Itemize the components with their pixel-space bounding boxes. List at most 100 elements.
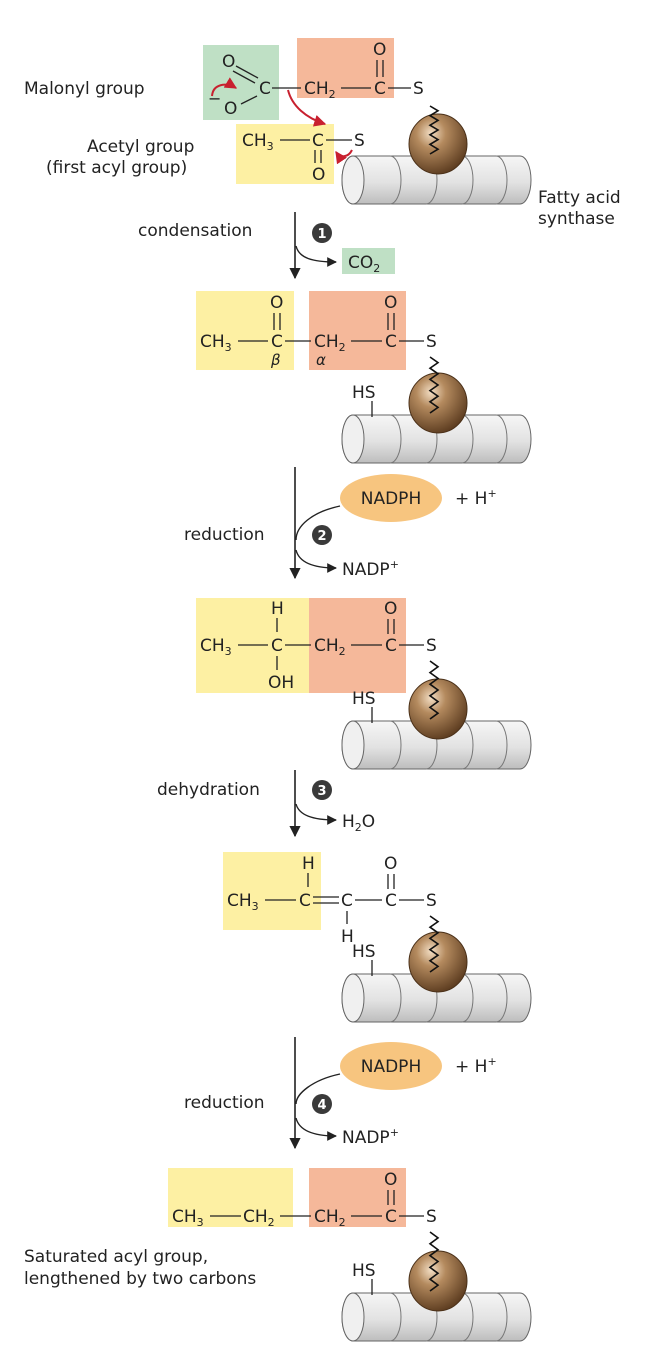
enzyme-segment-line (495, 1292, 508, 1342)
step-1: condensation 1 CO2 (138, 212, 395, 280)
atom-c: C (312, 131, 324, 151)
atom-c: C (385, 636, 397, 656)
enzyme-segment-line (389, 720, 402, 770)
atom-c: C (385, 332, 397, 352)
orange-box (309, 291, 406, 370)
atom-ch2: CH2 (243, 1207, 275, 1229)
atom-hs: HS (352, 1261, 376, 1281)
atom-o: O (384, 599, 397, 619)
step-number: 3 (317, 784, 326, 799)
double-bond (235, 65, 259, 79)
bond (240, 95, 258, 105)
atom-o: O (384, 293, 397, 313)
enzyme-segment-line (461, 973, 474, 1023)
enzyme-cylinder-end (341, 720, 365, 770)
atom-ch2: CH2 (314, 1207, 346, 1229)
double-bond (232, 70, 256, 84)
proton-label: + H+ (455, 487, 497, 509)
step-product: NADP+ (342, 558, 399, 580)
structure-2: CH3 H C OH CH2 O C S (196, 598, 437, 693)
red-curved-arrow (335, 149, 353, 165)
atom-h: H (341, 927, 354, 947)
atom-c: C (271, 332, 283, 352)
branch-arrow (295, 1117, 337, 1141)
orange-box (309, 1168, 406, 1227)
branch-arrow (295, 803, 337, 825)
atom-c: C (374, 79, 386, 99)
acetyl-label: Acetyl group (87, 137, 194, 157)
enzyme-segment-line (461, 414, 474, 464)
acyl-carrier-ball (408, 678, 468, 740)
atom-hs: HS (352, 383, 376, 403)
atom-o: O (270, 293, 283, 313)
atom-o-minus: O (224, 99, 237, 119)
step-2: NADPH + H+ reduction 2 NADP+ (184, 467, 497, 580)
step-number-badge (312, 780, 332, 800)
minus-sign: − (208, 89, 221, 108)
enzyme-segment-line (495, 720, 508, 770)
atom-ch3: CH3 (200, 636, 232, 658)
step-number-badge (312, 1094, 332, 1114)
enzyme-segment-line (495, 155, 508, 205)
enzyme-segment-line (461, 1292, 474, 1342)
atom-ch3: CH3 (227, 891, 259, 913)
yellow-box (168, 1168, 293, 1227)
yellow-box (223, 852, 321, 930)
atom-s: S (426, 332, 437, 352)
atom-h: H (271, 599, 284, 619)
atom-s: S (426, 1207, 437, 1227)
enzyme-cylinder-end (341, 414, 365, 464)
atom-s: S (413, 79, 424, 99)
acyl-carrier-ball (408, 931, 468, 993)
acetyl-yellow-box (236, 124, 334, 184)
enzyme-cylinder-end (341, 973, 365, 1023)
saturated-label: lengthened by two carbons (24, 1269, 256, 1289)
structure-1: CH3 O C β CH2 α O C S (196, 291, 437, 370)
red-curved-arrow (211, 77, 238, 97)
atom-o: O (373, 40, 386, 60)
atom-s: S (354, 131, 365, 151)
enzyme-segment-line (389, 155, 402, 205)
enzyme-segment-line (389, 414, 402, 464)
atom-h: H (302, 854, 315, 874)
step-product: CO2 (348, 253, 380, 275)
reagent-arrow (295, 505, 341, 541)
branch-arrow (295, 245, 337, 267)
atom-c: C (271, 636, 283, 656)
step-product: NADP+ (342, 1126, 399, 1148)
atom-hs: HS (352, 942, 376, 962)
atom-c: C (341, 891, 353, 911)
phosphopantetheine-arm (428, 1231, 440, 1292)
atom-oh: OH (268, 673, 294, 693)
phosphopantetheine-arm (428, 105, 440, 155)
atom-ch2: CH2 (304, 79, 336, 101)
alpha-label: α (316, 351, 326, 369)
step-number: 4 (317, 1098, 326, 1113)
enzyme-segment-line (495, 414, 508, 464)
atom-o: O (312, 165, 325, 185)
step-name: dehydration (157, 780, 260, 800)
saturated-label: Saturated acyl group, (24, 1247, 208, 1267)
malonyl-green-box (203, 45, 279, 120)
acetyl-sublabel: (first acyl group) (46, 158, 187, 178)
acyl-carrier-ball (408, 113, 468, 175)
atom-c: C (385, 891, 397, 911)
beta-label: β (270, 351, 281, 369)
nadph-label: NADPH (361, 489, 421, 509)
nadph-oval (340, 1042, 442, 1090)
step-number-badge (312, 525, 332, 545)
yellow-box (196, 291, 294, 370)
atom-c: C (259, 79, 271, 99)
enzyme-cylinder-end (341, 155, 365, 205)
enzyme-cylinder-end (341, 1292, 365, 1342)
step-name: reduction (184, 525, 265, 545)
atom-o: O (384, 1170, 397, 1190)
malonyl-label: Malonyl group (24, 79, 145, 99)
step-number: 1 (317, 227, 326, 242)
co2-green-box (342, 248, 395, 274)
fatty-acid-synthase-label: synthase (538, 209, 615, 229)
fatty-acid-synthase-label: Fatty acid (538, 188, 621, 208)
atom-o: O (222, 52, 235, 72)
